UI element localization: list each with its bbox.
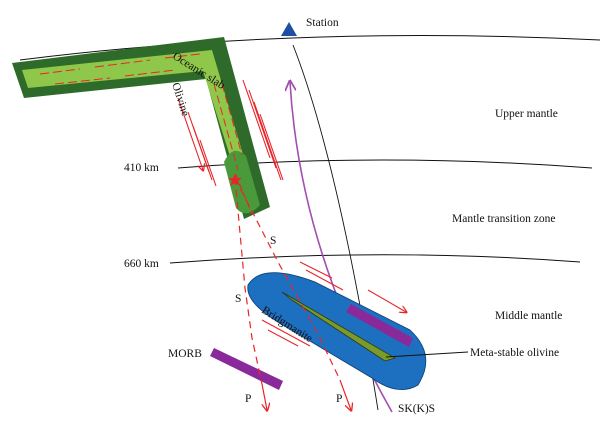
metastable-stress-arrows: [261, 261, 406, 347]
surface-boundary: [19, 35, 601, 61]
label-s-upper: S: [270, 235, 276, 247]
label-410km: 410 km: [124, 162, 159, 174]
label-morb: MORB: [168, 348, 202, 360]
label-upper-mantle: Upper mantle: [495, 108, 558, 120]
label-p-right: P: [336, 393, 342, 405]
oceanic-slab: [12, 37, 270, 219]
label-mantle-transition-zone: Mantle transition zone: [452, 213, 555, 225]
star-hypocenter-icon: [228, 173, 242, 186]
morb-layer-lower: [210, 348, 283, 390]
triangle-station-icon: [281, 22, 297, 36]
seismic-rays: [234, 177, 351, 410]
label-olivine: Olivine: [169, 81, 191, 118]
metastable-olivine-core: [281, 291, 396, 362]
label-p-left: P: [245, 393, 251, 405]
label-meta-stable-olivine: Meta-stable olivine: [470, 347, 559, 359]
slab-core: [224, 150, 260, 214]
label-660km: 660 km: [124, 258, 159, 270]
boundary-660km: [169, 254, 581, 264]
label-middle-mantle: Middle mantle: [495, 310, 562, 322]
label-skks: SK(K)S: [398, 403, 435, 415]
s-to-p-ray-right: [234, 177, 341, 381]
s-to-p-ray-left: [234, 177, 263, 385]
slab-stress-lines: [39, 53, 201, 85]
label-station: Station: [306, 17, 339, 29]
meta-stable-olivine-pointer: [385, 351, 469, 358]
morb-layer-upper: [346, 304, 413, 347]
slab-side-arrows: [177, 79, 284, 187]
metastable-olivine-body: [247, 272, 427, 391]
label-s-lower: S: [235, 293, 241, 305]
